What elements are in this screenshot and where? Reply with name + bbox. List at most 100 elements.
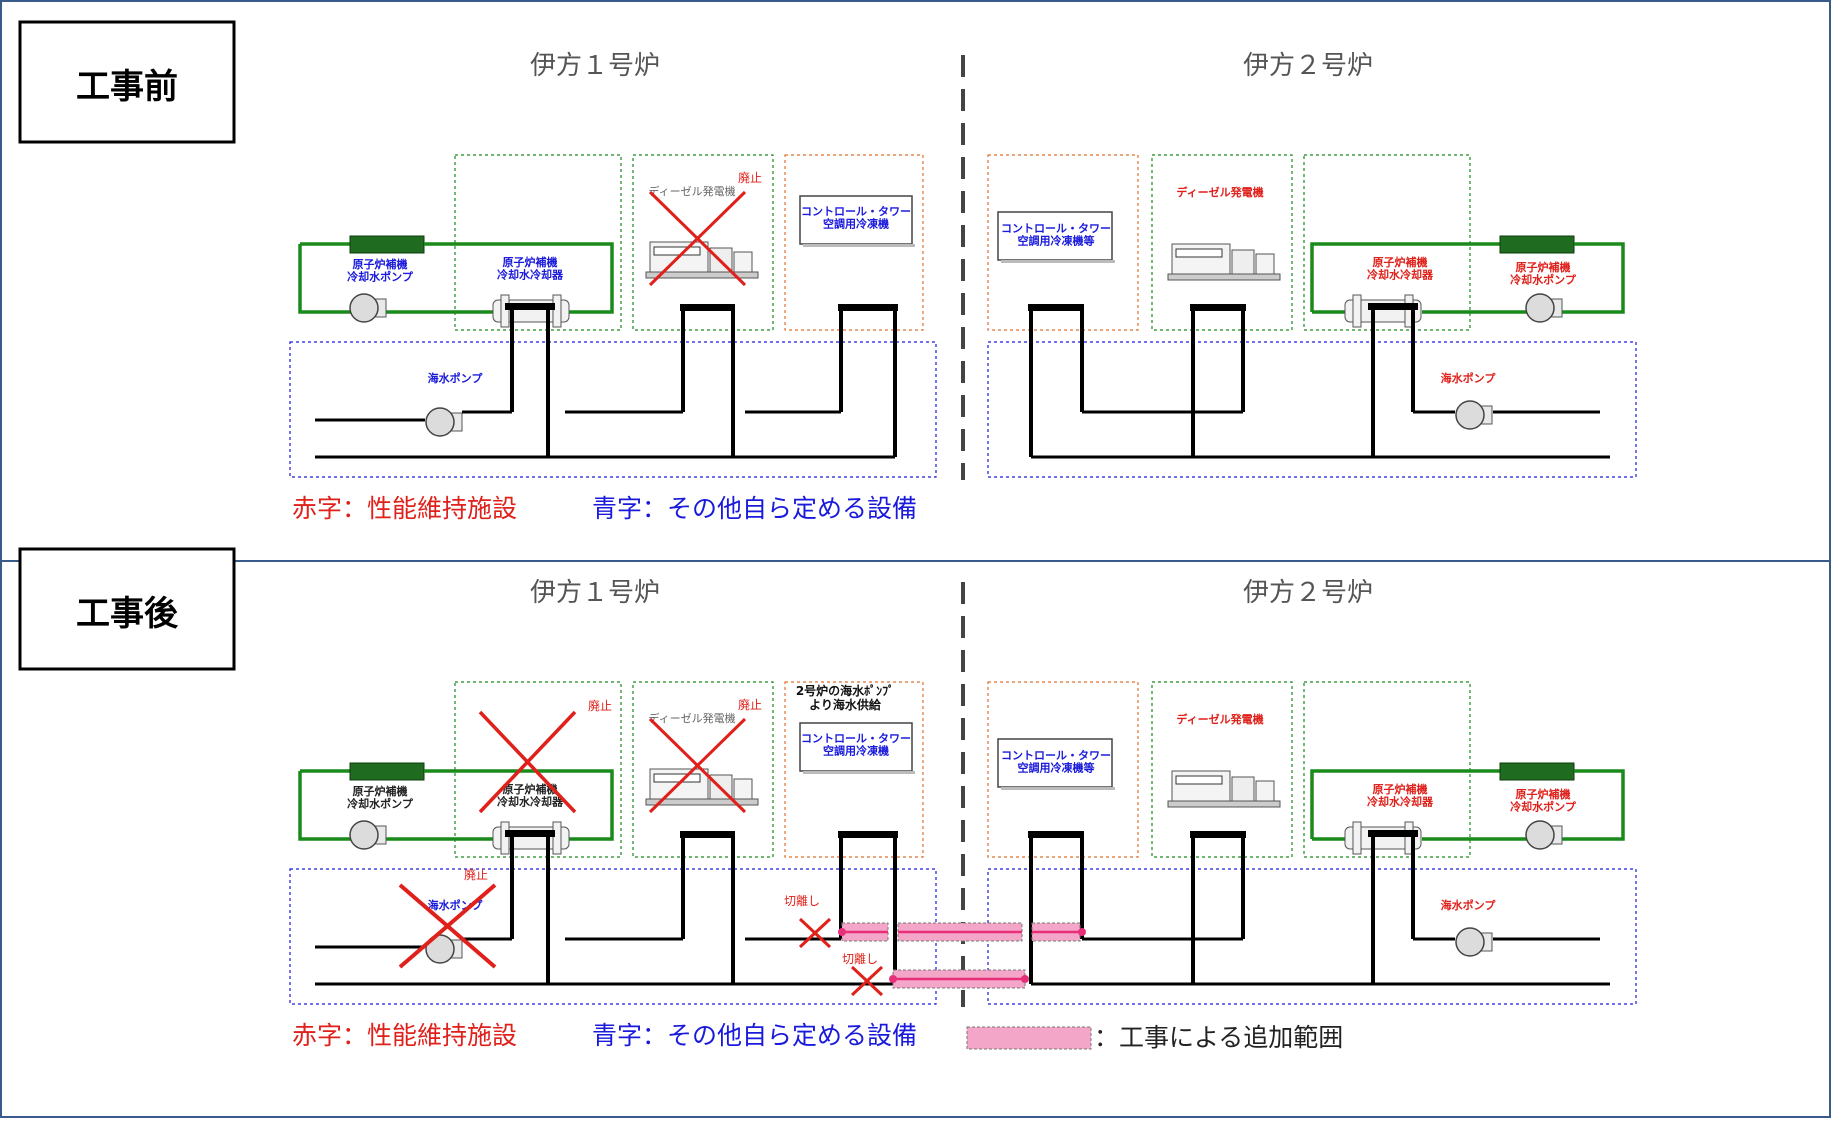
added-node-4 [1021,975,1029,983]
u1-diesel-cross-b [648,717,747,814]
u2-cooler-header [1368,303,1418,310]
tag-box [18,20,236,144]
u1-aux-cooler-icon [492,821,570,855]
u2-seawater-pump-icon [1455,927,1493,957]
u2-ctrl-label-line: コントロール・タワー [1001,222,1111,235]
u2-ctrl-label-line: 空調用冷凍機等 [1018,234,1095,248]
unit1-title-line: 伊方１号炉 [530,51,660,81]
u2-aux-pump-label: 原子炉補機冷却水ポンプ [1510,260,1577,287]
disconnect-cross-1 [798,917,832,949]
u1-diesel-cross-b [648,190,747,287]
u2-aux-cooler-icon [1344,821,1422,855]
u2-diesel-icon-display [1175,775,1223,785]
u1-seawater-area [289,341,937,478]
u2-aux-pump-icon-volute [1525,820,1555,850]
u1-seawater-abolished-line: 廃止 [464,867,488,882]
u1-seawater-pump-icon [425,407,463,437]
u2-diesel-area [1151,681,1293,858]
u2-aux-pump-label-line: 冷却水ポンプ [1510,800,1577,814]
u2-aux-cooler-icon-flange-l [1352,294,1362,328]
u2-diesel-icon-base [1167,800,1281,808]
u2-loop-left [1310,242,1500,312]
u1-diesel-cross [648,190,747,287]
u1-diesel-area [632,154,774,331]
u1-aux-cooler-icon [492,294,570,328]
u2-ctrl-header [1028,831,1084,838]
u2-aux-cooler-label: 原子炉補機冷却水冷却器 [1367,782,1434,809]
legend-blue: 青字：その他自ら定める設備 [592,494,917,523]
u2-aux-cooler-icon [1344,294,1422,328]
u1-diesel-abolished: 廃止 [738,697,762,712]
u2-loop-right [1560,242,1625,314]
u1-diesel-icon-exciter [733,251,753,273]
u2-diesel-icon-generator [1231,249,1255,275]
u1-aux-pump-label-line: 冷却水ポンプ [347,797,414,811]
u1-diesel-label-line: ディーゼル発電機 [648,711,735,725]
u1-cooler-abolished-line: 廃止 [588,698,612,713]
legend-pink: ：工事による追加範囲 [1094,1023,1343,1052]
u1-diesel-icon-base [645,798,759,806]
u1-ctrl-area [784,154,924,331]
u2-diesel-icon-exciter [1255,780,1275,802]
u1-aux-pump-label-line: 冷却水ポンプ [347,270,414,284]
u2-ctrl-area [987,154,1139,331]
legend-pink-swatch [966,1026,1092,1050]
u1-diesel-icon-display [653,773,701,783]
unit1-title: 伊方１号炉 [530,578,660,608]
u1-aux-cooler-label-line: 原子炉補機 [503,255,558,269]
u1-supply-note: 2号炉の海水ﾎﾟﾝﾌﾟより海水供給 [796,683,894,712]
u1-ctrl-box-shadow [803,244,915,247]
u2-aux-pump-label-line: 冷却水ポンプ [1510,273,1577,287]
u1-aux-cooler-label-line: 原子炉補機 [503,782,558,796]
added-node-1 [838,928,846,936]
u2-diesel-icon [1167,243,1281,281]
legend-red: 赤字：性能維持施設 [292,1021,517,1050]
panel-before: 工事前伊方１号炉伊方２号炉原子炉補機冷却水ポンプ原子炉補機冷却水冷却器ディーゼル… [18,20,1637,523]
u1-ctrl-area [784,681,924,858]
u1-aux-cooler-icon-flange-l [500,821,510,855]
unit2-title-line: 伊方２号炉 [1243,51,1373,81]
u1-ctrl-box-shadow [803,771,915,774]
u1-ctrl-label-line: 空調用冷凍機 [823,217,889,231]
u1-aux-pump-label-line: 原子炉補機 [353,784,408,798]
unit2-title: 伊方２号炉 [1243,51,1373,81]
unit1-title-line: 伊方１号炉 [530,578,660,608]
u2-ctrl-label-line: コントロール・タワー [1001,749,1111,762]
u2-diesel-label-line: ディーゼル発電機 [1176,185,1263,199]
u2-diesel-header [1190,304,1246,311]
u2-seawater-pump-icon-volute [1455,400,1485,430]
disconnect-label-2: 切離し [842,952,878,966]
u1-ctrl-label: コントロール・タワー空調用冷凍機 [801,732,911,758]
u2-diesel-icon-generator [1231,776,1255,802]
u2-seawater-area [987,341,1637,478]
u2-aux-pump-icon [1525,820,1563,850]
u1-ctrl-label-line: コントロール・タワー [801,205,911,218]
u2-aux-cooler-label-line: 冷却水冷却器 [1367,268,1434,282]
u2-seawater-area [987,868,1637,1005]
u1-aux-pump-icon [349,820,387,850]
u1-loop-tank [349,762,425,781]
tag-label: 工事前 [76,67,178,107]
u1-diesel-icon-display [653,246,701,256]
panel-after: 工事後伊方１号炉伊方２号炉原子炉補機冷却水ポンプ原子炉補機冷却水冷却器ディーゼル… [18,547,1637,1052]
u1-aux-pump-label-line: 原子炉補機 [353,257,408,271]
u1-diesel-icon-base [645,271,759,279]
u1-diesel-abolished: 廃止 [738,170,762,185]
unit2-title: 伊方２号炉 [1243,578,1373,608]
u1-seawater-pump-icon [425,934,463,964]
u1-ctrl-header [838,831,898,838]
u2-diesel-label: ディーゼル発電機 [1176,712,1263,726]
u2-seawater-label: 海水ポンプ [1441,898,1497,912]
u2-ctrl-label-line: 空調用冷凍機等 [1018,761,1095,775]
disconnect-label-1: 切離し [784,894,820,908]
u1-seawater-pump-icon-volute [425,407,455,437]
u2-ctrl-label: コントロール・タワー空調用冷凍機等 [1001,222,1111,248]
u2-aux-cooler-label-line: 原子炉補機 [1373,782,1428,796]
legend-blue: 青字：その他自ら定める設備 [592,1021,917,1050]
u1-aux-pump-icon [349,293,387,323]
u2-diesel-icon-exciter [1255,253,1275,275]
u2-aux-cooler-label-line: 原子炉補機 [1373,255,1428,269]
u1-loop-tank [349,235,425,254]
u2-aux-cooler-label-line: 冷却水冷却器 [1367,795,1434,809]
